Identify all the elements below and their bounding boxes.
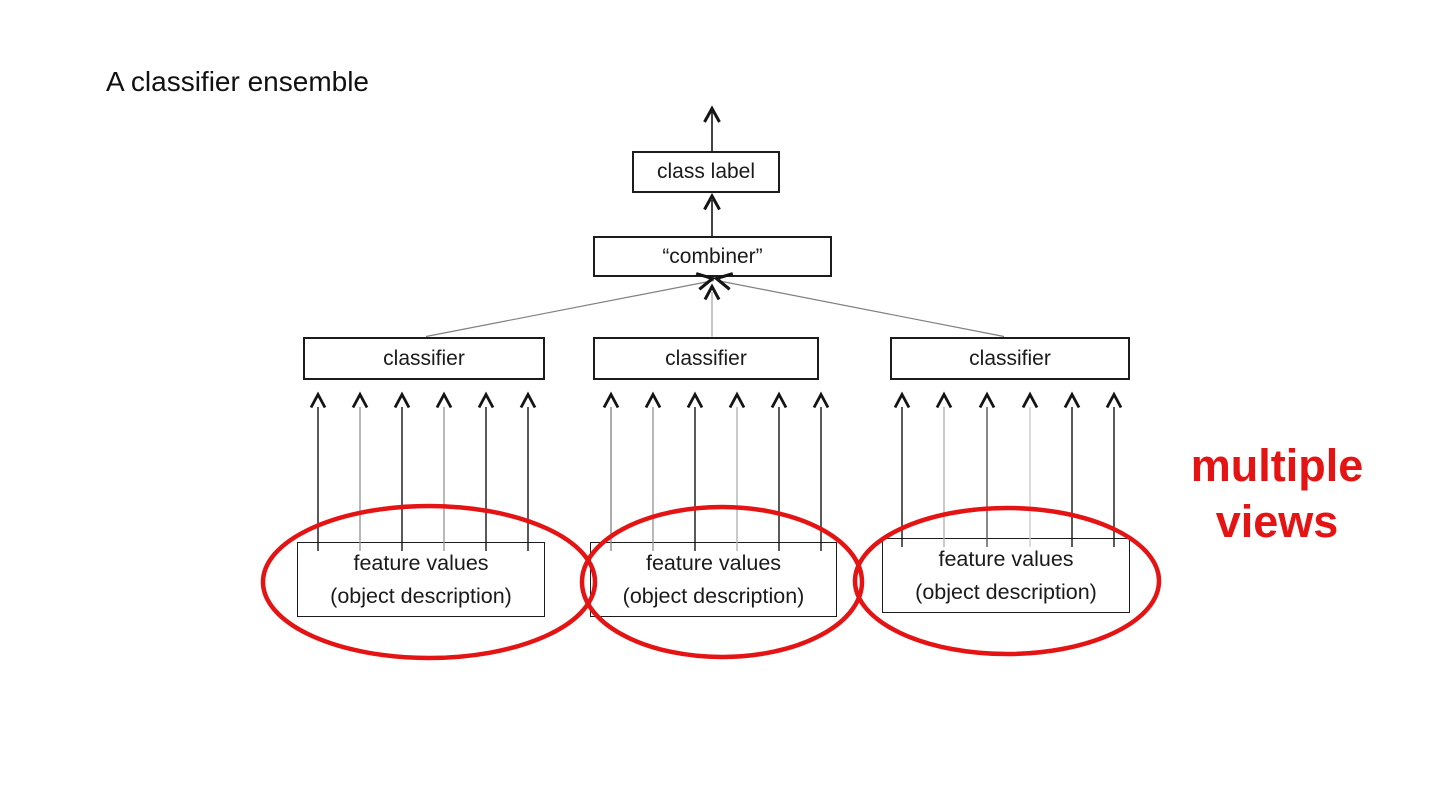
feature-arrows-right <box>893 391 1123 547</box>
classifier-text: classifier <box>665 346 747 370</box>
feature-arrowhead <box>1105 391 1123 409</box>
feature-arrowhead <box>477 391 495 409</box>
feature-arrowhead <box>978 391 996 409</box>
feature-values-line1: feature values <box>353 550 489 575</box>
annotation-line2: views <box>1215 496 1339 547</box>
classifier-text: classifier <box>969 346 1051 370</box>
feature-values-line2: (object description) <box>622 583 805 608</box>
feature-arrowhead <box>812 391 830 409</box>
classifier-to-combiner-connectors <box>425 272 1005 338</box>
multiple-views-annotation: multiple views <box>1152 438 1402 550</box>
feature-arrows-left <box>309 391 537 551</box>
feature-arrowhead <box>728 391 746 409</box>
classifier-text: classifier <box>383 346 465 370</box>
classifier-box-right: classifier <box>890 337 1130 380</box>
converge-arrowhead-middle <box>703 283 721 301</box>
feature-values-box-right: feature values (object description) <box>882 538 1130 613</box>
feature-arrowhead <box>393 391 411 409</box>
classifier-box-left: classifier <box>303 337 545 380</box>
feature-values-line1: feature values <box>938 546 1074 571</box>
feature-values-box-middle: feature values (object description) <box>590 542 837 617</box>
feature-values-box-left: feature values (object description) <box>297 542 545 617</box>
slide-title: A classifier ensemble <box>106 66 370 97</box>
feature-arrowhead <box>893 391 911 409</box>
output-arrow <box>703 105 721 151</box>
feature-arrowhead <box>686 391 704 409</box>
combiner-to-class-label-arrow <box>703 192 721 236</box>
feature-arrowhead <box>602 391 620 409</box>
feature-values-line2: (object description) <box>330 583 512 608</box>
annotation-line1: multiple <box>1190 440 1364 491</box>
feature-arrowhead <box>351 391 369 409</box>
feature-arrowhead <box>435 391 453 409</box>
classifier-box-middle: classifier <box>593 337 819 380</box>
combiner-box: “combiner” <box>593 236 832 277</box>
feature-values-line2: (object description) <box>915 579 1097 604</box>
feature-arrowhead <box>935 391 953 409</box>
feature-values-line1: feature values <box>645 550 782 575</box>
class-label-box: class label <box>632 151 780 193</box>
feature-arrowhead <box>644 391 662 409</box>
feature-arrowhead <box>1021 391 1039 409</box>
feature-arrowhead <box>1063 391 1081 409</box>
class-label-text: class label <box>656 160 756 183</box>
feature-arrowhead <box>309 391 327 409</box>
feature-arrowhead <box>519 391 537 409</box>
feature-arrowhead <box>770 391 788 409</box>
feature-arrows-middle <box>602 391 830 551</box>
combiner-text: “combiner” <box>662 244 763 268</box>
